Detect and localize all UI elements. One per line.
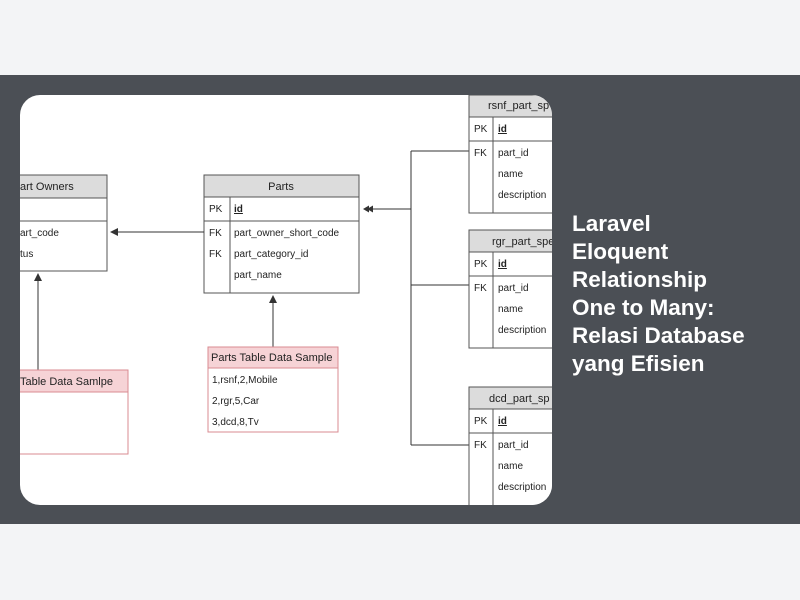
rgr-fk-label: FK <box>474 283 487 294</box>
parts-sample-row-2: 2,rgr,5,Car <box>212 396 260 407</box>
parts-table: Parts PK id FK FK part_owner_short_code … <box>203 174 360 294</box>
parts-field-name: part_name <box>234 270 282 281</box>
headline-line-6: yang Efisien <box>572 351 705 376</box>
owners-sample-title: Table Data Samlpe <box>20 376 113 388</box>
rsnf-table: rsnf_part_sp PK id FK part_id name descr… <box>468 95 552 214</box>
owners-field-code: art_code <box>20 228 59 239</box>
dcd-table-title: dcd_part_sp <box>489 393 550 405</box>
parts-pk-label: PK <box>209 204 223 215</box>
dcd-field-name: name <box>498 461 523 472</box>
dcd-field-description: description <box>498 482 546 493</box>
parts-sample-title: Parts Table Data Sample <box>211 352 332 364</box>
rsnf-field-name: name <box>498 169 523 180</box>
owners-sample-note: Table Data Samlpe <box>20 273 129 455</box>
owners-field-status: tus <box>20 249 33 260</box>
parts-table-title: Parts <box>268 181 294 193</box>
rgr-table-title: rgr_part_spe <box>492 236 552 248</box>
rgr-pk-label: PK <box>474 259 488 270</box>
erd-image-card: art Owners art_code tus Parts PK id FK F… <box>20 95 552 505</box>
rsnf-pk-field: id <box>498 124 507 135</box>
headline-line-1: Laravel <box>572 211 651 236</box>
headline-line-2: Eloquent <box>572 239 669 264</box>
dcd-pk-field: id <box>498 416 507 427</box>
erd-diagram: art Owners art_code tus Parts PK id FK F… <box>20 95 552 505</box>
rgr-table: rgr_part_spe PK id FK part_id name descr… <box>468 229 552 349</box>
parts-field-category: part_category_id <box>234 249 309 260</box>
headline-line-5: Relasi Database <box>572 323 745 348</box>
parts-fk-label-1: FK <box>209 228 222 239</box>
parts-fk-label-2: FK <box>209 249 222 260</box>
rgr-field-description: description <box>498 325 546 336</box>
parts-sample-row-3: 3,dcd,8,Tv <box>212 417 259 428</box>
headline-line-4: One to Many: <box>572 295 715 320</box>
rsnf-field-part-id: part_id <box>498 148 529 159</box>
one-to-many-connector <box>363 150 469 446</box>
rsnf-pk-label: PK <box>474 124 488 135</box>
dcd-field-part-id: part_id <box>498 440 529 451</box>
parts-field-owner-code: part_owner_short_code <box>234 228 340 239</box>
rgr-field-name: name <box>498 304 523 315</box>
parts-sample-row-1: 1,rsnf,2,Mobile <box>212 375 278 386</box>
dcd-pk-label: PK <box>474 416 488 427</box>
dcd-table: dcd_part_sp PK id FK part_id name descri… <box>468 386 552 505</box>
headline-line-3: Relationship <box>572 267 708 292</box>
owners-table-title: art Owners <box>20 181 74 193</box>
rsnf-field-description: description <box>498 190 546 201</box>
rgr-field-part-id: part_id <box>498 283 529 294</box>
rsnf-table-title: rsnf_part_sp <box>488 100 549 112</box>
dcd-fk-label: FK <box>474 440 487 451</box>
headline-title: Laravel Eloquent Relationship One to Man… <box>572 210 787 378</box>
owners-table: art Owners art_code tus <box>20 174 108 272</box>
parts-sample-note: Parts Table Data Sample 1,rsnf,2,Mobile … <box>207 295 339 433</box>
parts-pk-field: id <box>234 204 243 215</box>
rgr-pk-field: id <box>498 259 507 270</box>
rsnf-fk-label: FK <box>474 148 487 159</box>
